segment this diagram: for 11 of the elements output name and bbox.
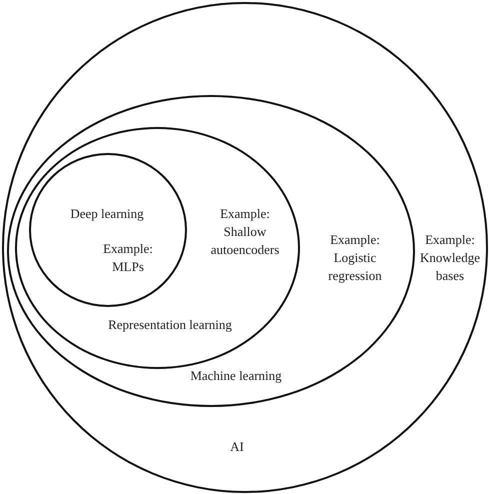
example-label: Example: Knowledge bases [420,231,480,285]
example-label: Example: Shallow autoencoders [210,205,280,259]
circle-region [29,153,187,307]
set-name-label: AI [230,438,244,456]
example-label: Example: MLPs [103,240,153,276]
set-name-label: Representation learning [108,316,232,334]
ellipse-region [7,95,415,407]
ellipse-region [15,127,300,369]
set-name-label: Deep learning [70,205,144,223]
set-name-label: Machine learning [190,367,282,385]
example-label: Example: Logistic regression [328,231,382,285]
